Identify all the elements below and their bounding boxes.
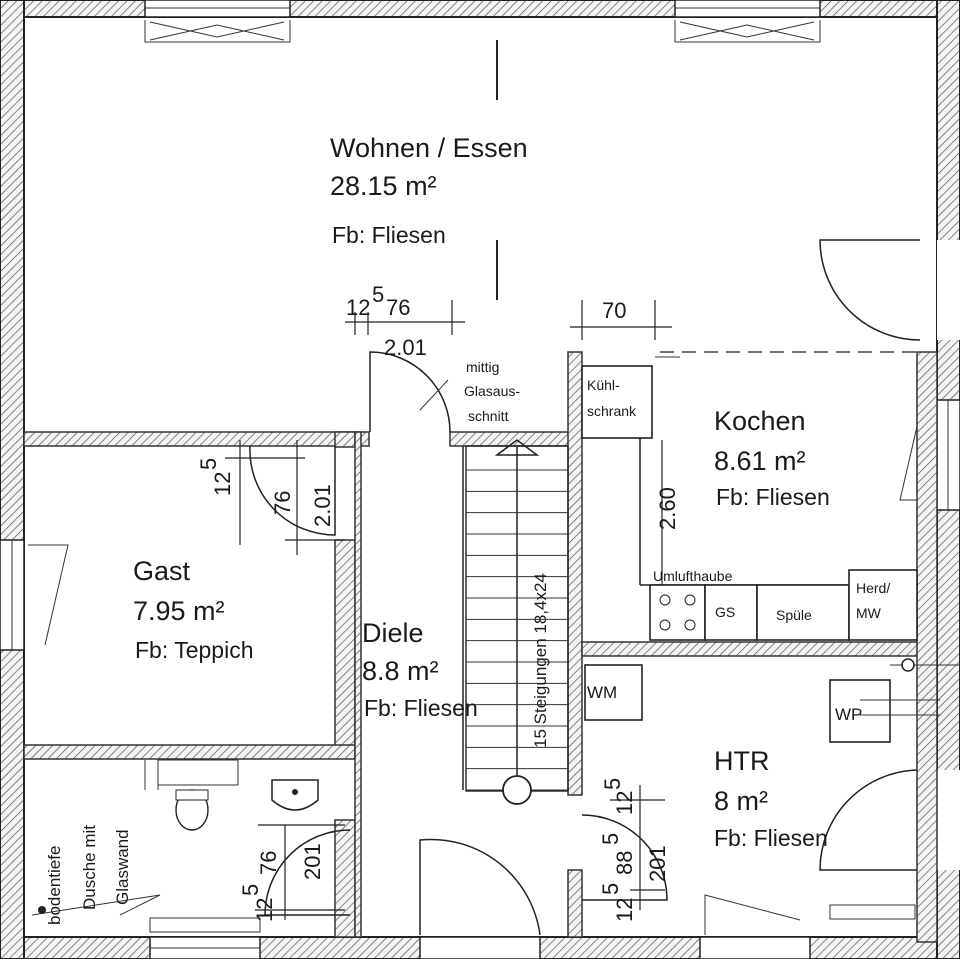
room-area-wohnen: 28.15 m² xyxy=(330,171,437,201)
dim-12-gast: 12 xyxy=(210,472,235,496)
dimension-lines xyxy=(225,300,672,920)
dim-5-htr-bottom: 5 xyxy=(598,883,623,895)
dim-70: 70 xyxy=(602,298,626,323)
window-bottom-htr xyxy=(699,894,811,959)
room-area-htr: 8 m² xyxy=(714,786,768,816)
dim-201-htr: 201 xyxy=(645,845,670,882)
door-wohnen-diele[interactable] xyxy=(369,351,451,433)
bath-fixtures xyxy=(31,759,319,916)
dim-5-top: 5 xyxy=(372,282,384,307)
window-right-kochen xyxy=(899,399,960,511)
room-floor-kochen: Fb: Fliesen xyxy=(716,484,830,510)
room-floor-diele: Fb: Fliesen xyxy=(364,695,478,721)
window-bottom-bath xyxy=(149,917,261,959)
window-top-right xyxy=(674,0,821,43)
door-gast[interactable] xyxy=(249,445,336,536)
dim-5-htr: 5 xyxy=(600,778,625,790)
dim-201-bath: 201 xyxy=(300,843,325,880)
label-mittig-3: schnitt xyxy=(468,408,509,424)
staircase xyxy=(465,439,569,805)
dim-201-gast: 2.01 xyxy=(310,484,335,527)
room-area-diele: 8.8 m² xyxy=(362,656,439,686)
room-floor-htr: Fb: Fliesen xyxy=(714,825,828,851)
room-name-wohnen: Wohnen / Essen xyxy=(330,133,528,163)
label-spuele: Spüle xyxy=(776,607,812,623)
dim-88: 88 xyxy=(612,851,637,875)
room-name-kochen: Kochen xyxy=(714,406,806,436)
dim-12-htr: 12 xyxy=(612,791,637,815)
room-area-kochen: 8.61 m² xyxy=(714,446,806,476)
label-shower-3: Glaswand xyxy=(113,829,132,905)
label-herd-1: Herd/ xyxy=(856,580,890,596)
label-umlufthaube: Umlufthaube xyxy=(653,568,733,584)
label-wm: WM xyxy=(587,683,617,702)
label-shower-2: Dusche mit xyxy=(80,825,99,910)
window-left-gast xyxy=(0,539,69,651)
label-mittig-1: mittig xyxy=(466,359,499,375)
label-wp: WP xyxy=(835,705,862,724)
dim-76-gast: 76 xyxy=(270,491,295,515)
kitchen-fixtures xyxy=(581,356,918,641)
dim-260: 2.60 xyxy=(655,487,680,530)
window-top-left xyxy=(144,0,291,43)
label-mittig-2: Glasaus- xyxy=(464,383,520,399)
dim-76-bath: 76 xyxy=(256,851,281,875)
label-kuehlschrank-1: Kühl- xyxy=(587,377,620,393)
room-area-gast: 7.95 m² xyxy=(133,596,225,626)
htr-fixtures xyxy=(584,658,960,743)
dim-201-top: 2.01 xyxy=(384,335,427,360)
interior-walls xyxy=(23,351,938,943)
front-door[interactable] xyxy=(419,838,541,959)
room-name-gast: Gast xyxy=(133,556,191,586)
door-right-wohnen xyxy=(819,239,960,341)
room-floor-wohnen: Fb: Fliesen xyxy=(332,222,446,248)
label-gs: GS xyxy=(715,604,735,620)
dim-5-88: 5 xyxy=(598,833,623,845)
door-bath[interactable] xyxy=(264,829,351,916)
label-kuehlschrank-2: schrank xyxy=(587,403,637,419)
window-bottom-right xyxy=(829,904,916,920)
dim-12-bath: 12 xyxy=(252,898,277,922)
room-name-htr: HTR xyxy=(714,746,770,776)
label-herd-2: MW xyxy=(856,605,882,621)
label-stair: 15 Steigungen 18,4x24 xyxy=(531,573,550,748)
dim-12-top: 12 xyxy=(346,295,370,320)
dim-76-top: 76 xyxy=(386,295,410,320)
room-name-diele: Diele xyxy=(362,618,424,648)
door-htr[interactable] xyxy=(581,814,668,901)
dim-5-gast: 5 xyxy=(196,458,221,470)
room-floor-gast: Fb: Teppich xyxy=(135,637,253,663)
dim-12-htr-bottom: 12 xyxy=(612,898,637,922)
dim-5-bath: 5 xyxy=(238,884,263,896)
label-shower-1: bodentiefe xyxy=(45,846,64,925)
door-right-htr xyxy=(819,769,960,871)
